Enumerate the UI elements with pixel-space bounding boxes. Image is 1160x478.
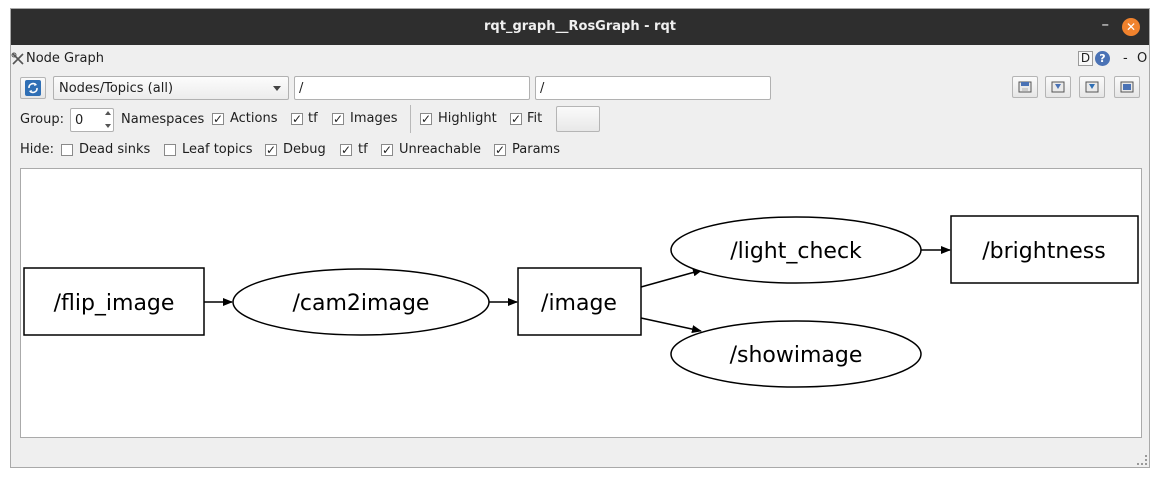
topic-light-check-label: /light_check [730,239,862,264]
actions-label: Actions [230,111,278,126]
leaf-topics-checkbox[interactable] [164,144,176,156]
refresh-icon [25,80,41,96]
save-dot-button[interactable] [1045,76,1071,98]
tf-group-label: tf [308,111,318,126]
group-spinbox[interactable]: 0 [70,108,114,132]
save-svg-button[interactable] [1079,76,1105,98]
actions-checkbox[interactable]: ✓ [212,112,224,126]
save-dot-icon [1051,81,1065,93]
node-flip-image-label: /flip_image [54,291,175,316]
group-value: 0 [75,113,84,128]
params-checkbox[interactable]: ✓ [494,143,506,157]
fit-label: Fit [527,111,543,126]
fit-checkbox[interactable]: ✓ [510,112,522,126]
unreachable-label: Unreachable [399,142,481,157]
params-label: Params [512,142,560,157]
save-image-button[interactable] [1114,76,1140,98]
graph-svg: /flip_image /cam2image /image /light_che… [23,215,1139,388]
topic-cam2image-shape [232,268,490,336]
chevron-down-icon [273,86,281,91]
images-label: Images [350,111,398,126]
debug-checkbox[interactable]: ✓ [265,143,277,157]
namespaces-label: Namespaces [121,112,205,127]
topic-filter-input[interactable]: / [535,76,771,100]
window-title: rqt_graph__RosGraph - rqt [484,19,676,34]
spin-up-icon[interactable] [105,111,111,115]
plugin-close-button[interactable]: O [1137,51,1148,66]
node-brightness-label: /brightness [982,239,1105,264]
close-button[interactable]: ✕ [1122,18,1140,36]
highlight-checkbox[interactable]: ✓ [420,112,432,126]
leaf-topics-label: Leaf topics [182,142,253,157]
highlight-label: Highlight [438,111,497,126]
tf-hide-label: tf [358,142,368,157]
node-image-label: /image [541,291,617,316]
unreachable-checkbox[interactable]: ✓ [381,143,393,157]
dock-d-button[interactable]: D [1078,51,1093,66]
plugin-title: Node Graph [26,51,104,66]
save-svg-icon [1085,81,1099,93]
node-brightness-shape [950,215,1139,284]
image-icon [1120,81,1134,93]
rqt-window: rqt_graph__RosGraph - rqt – ✕ Node Graph… [10,8,1150,468]
dead-sinks-checkbox[interactable] [61,144,73,156]
spin-down-icon[interactable] [105,124,111,128]
graph-mode-value: Nodes/Topics (all) [59,81,174,96]
tf-group-checkbox[interactable]: ✓ [291,112,303,126]
topic-cam2image-label: /cam2image [293,291,430,316]
topic-showimage-shape [670,320,922,388]
edge-image-to-light-check [640,268,703,288]
graph-canvas[interactable]: /flip_image /cam2image /image /light_che… [20,168,1142,438]
graph-mode-select[interactable]: Nodes/Topics (all) [53,76,289,100]
help-icon[interactable]: ? [1095,51,1110,66]
refresh-button[interactable] [20,77,46,99]
tools-icon [11,52,25,70]
group-label: Group: [20,112,64,127]
topic-light-check-shape [670,216,922,284]
resize-grip[interactable] [1137,455,1147,465]
plugin-minimize-button[interactable]: - [1123,51,1128,66]
node-flip-image-shape [23,267,205,336]
node-filter-input[interactable]: / [294,76,530,100]
separator [410,105,411,133]
dead-sinks-label: Dead sinks [79,142,151,157]
minimize-button[interactable]: – [1101,15,1110,33]
hide-label: Hide: [20,142,55,157]
edge-image-to-showimage [640,317,702,334]
fit-in-view-button[interactable] [556,106,600,132]
debug-label: Debug [283,142,326,157]
topic-showimage-label: /showimage [730,343,863,368]
images-checkbox[interactable]: ✓ [332,112,344,126]
node-filter-value: / [299,81,304,96]
load-dot-button[interactable] [1012,76,1038,98]
title-bar[interactable]: rqt_graph__RosGraph - rqt – ✕ [11,9,1149,45]
tf-hide-checkbox[interactable]: ✓ [340,143,352,157]
folder-icon [1018,81,1032,93]
node-image-shape [517,267,642,336]
topic-filter-value: / [540,81,545,96]
